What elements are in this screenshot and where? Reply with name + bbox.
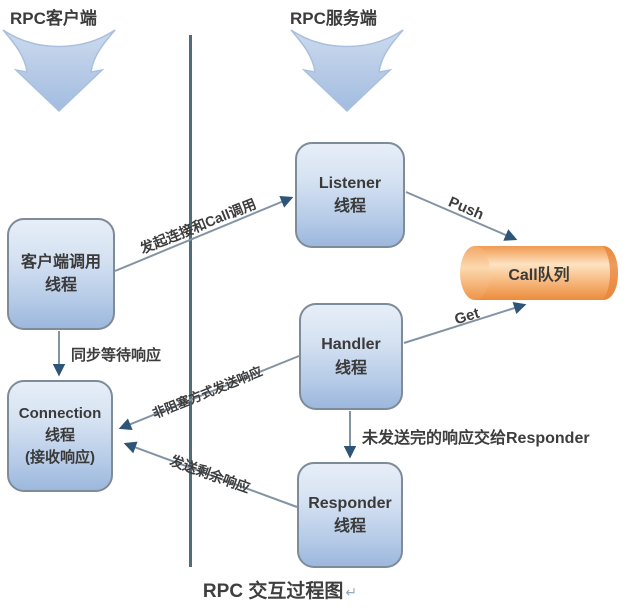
node-label: 客户端调用 — [20, 253, 101, 271]
server-side-title: RPC服务端 — [290, 9, 377, 28]
node-label: Handler — [321, 336, 381, 354]
client-server-divider — [189, 35, 192, 567]
node-label: Connection — [18, 405, 102, 423]
node-label: (接收响应) — [25, 448, 95, 466]
diagram-caption: RPC 交互过程图↵ — [0, 576, 560, 603]
cylinder-right-cap-shade — [603, 246, 618, 300]
edge-label-handoff-responder: 未发送完的响应交给Responder — [362, 430, 590, 447]
node-label: 线程 — [333, 518, 366, 535]
cylinder-left-cap — [460, 246, 490, 300]
edge-label-push: Push — [445, 193, 487, 224]
node-connection-thread: Connection 线程 (接收响应) — [7, 380, 113, 492]
down-arrow-shape — [2, 29, 116, 113]
client-side-title: RPC客户端 — [10, 9, 97, 28]
node-handler-thread: Handler 线程 — [299, 303, 403, 410]
node-responder-thread: Responder 线程 — [297, 462, 403, 568]
edge-label-sync-wait: 同步等待响应 — [71, 347, 162, 364]
caption-text: RPC 交互过程图 — [202, 581, 344, 602]
cylinder-body — [474, 246, 618, 300]
node-label: Listener — [318, 174, 382, 192]
node-listener-thread: Listener 线程 — [295, 142, 405, 248]
call-queue-label: Call队列 — [508, 267, 570, 284]
edge-label-get: Get — [452, 304, 482, 329]
node-client-call-thread: 客户端调用 线程 — [7, 218, 115, 330]
call-queue-cylinder-icon — [460, 246, 618, 300]
down-arrow-shape — [290, 29, 404, 113]
node-label: Responder — [308, 494, 392, 512]
node-label: 线程 — [44, 277, 77, 294]
node-label: 线程 — [44, 427, 75, 445]
edge-label-initiate-call: 发起连接和Call调用 — [137, 195, 259, 257]
node-label: 线程 — [334, 359, 367, 377]
node-label: 线程 — [333, 198, 366, 215]
server-big-down-arrow-icon — [290, 29, 404, 113]
edge-label-send-remaining: 发送剩余响应 — [167, 452, 253, 496]
client-big-down-arrow-icon — [2, 29, 116, 113]
paragraph-return-mark: ↵ — [345, 584, 358, 600]
